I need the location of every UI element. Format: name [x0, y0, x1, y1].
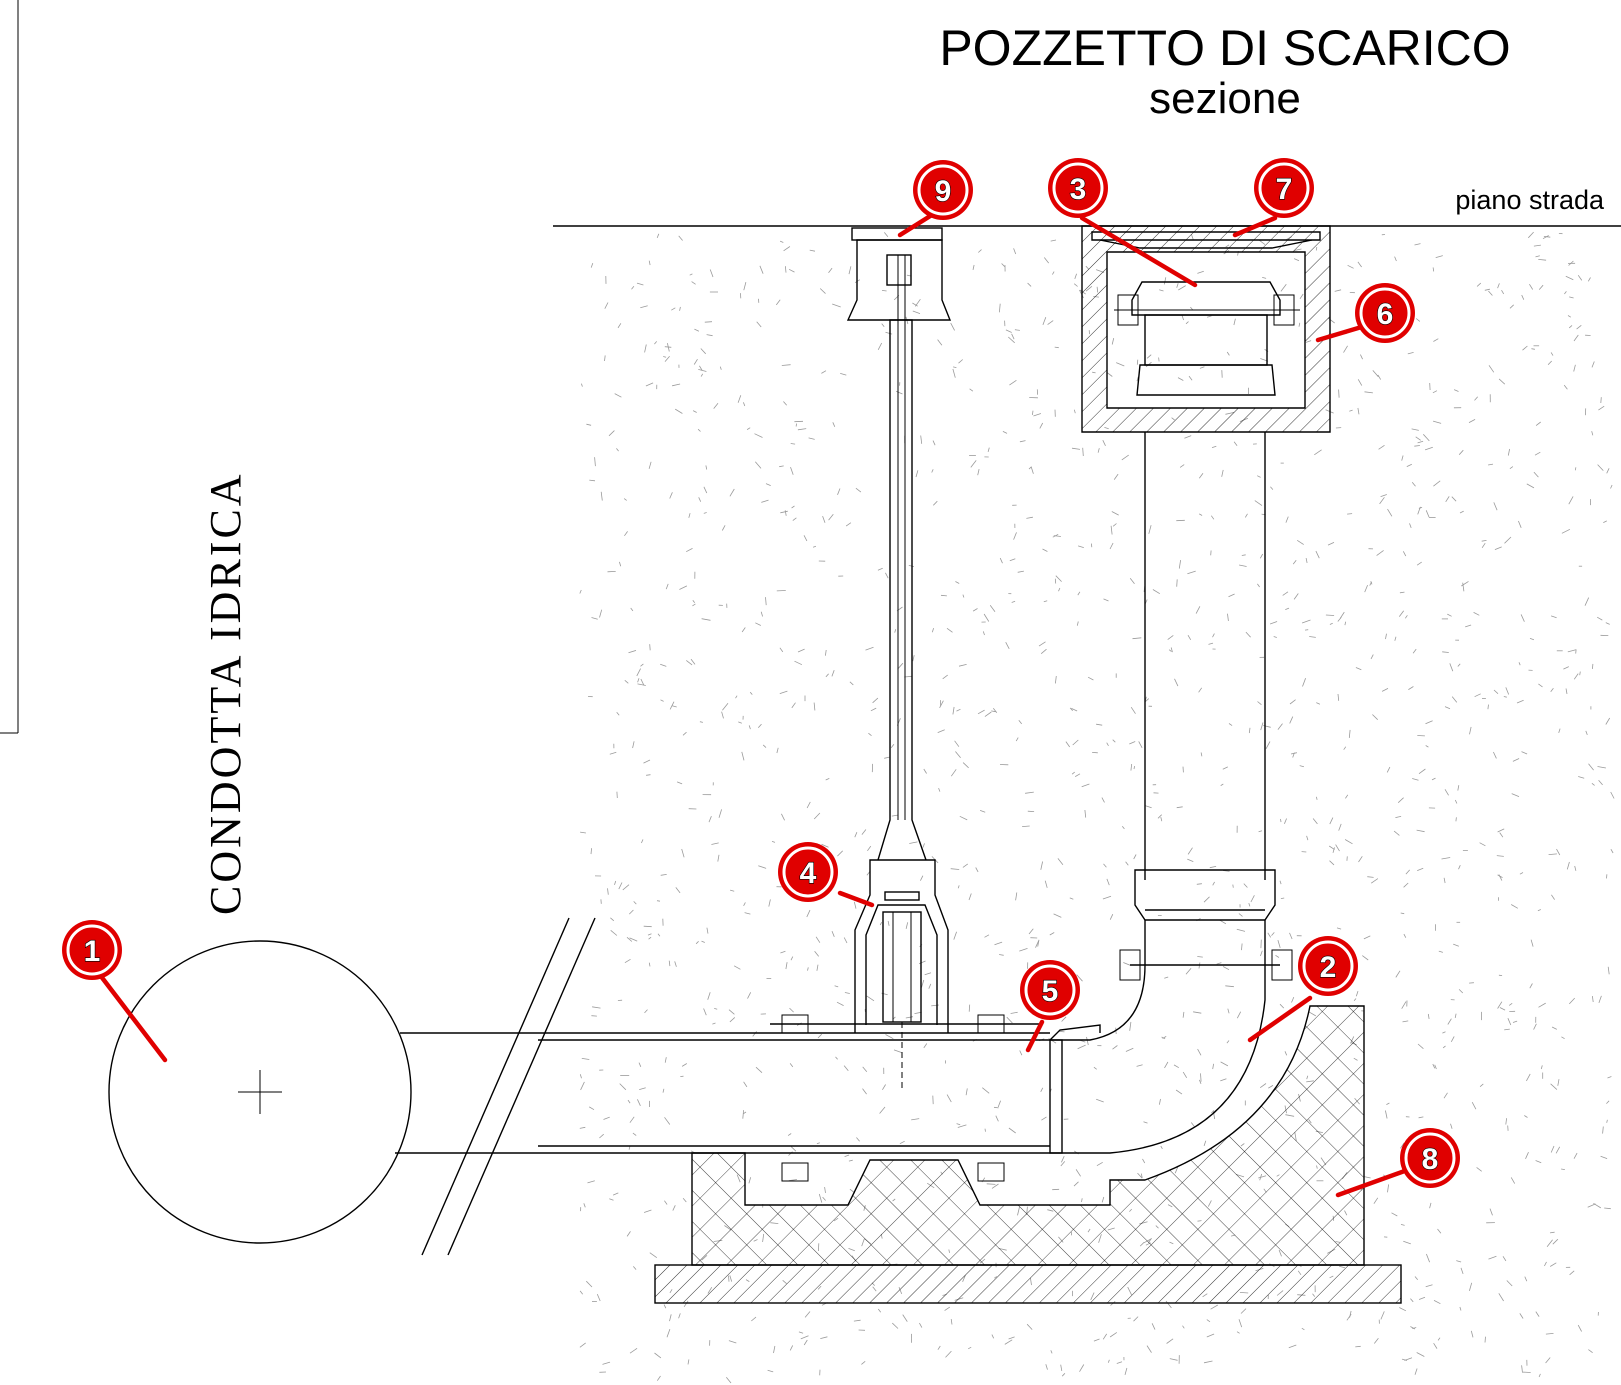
drawing-title: POZZETTO DI SCARICO [939, 20, 1510, 76]
callout-2: 2 [1298, 936, 1358, 996]
svg-text:5: 5 [1042, 975, 1059, 1008]
svg-text:2: 2 [1320, 951, 1337, 984]
svg-text:4: 4 [800, 857, 817, 890]
foundation-slab [654, 1264, 1402, 1304]
callout-9: 9 [913, 160, 973, 220]
water-main-section [108, 940, 412, 1244]
callout-5: 5 [1020, 960, 1080, 1020]
callout-leaders [97, 210, 1416, 1198]
svg-text:7: 7 [1276, 173, 1293, 206]
svg-text:9: 9 [935, 175, 952, 208]
svg-text:1: 1 [84, 935, 101, 968]
callout-7: 7 [1254, 158, 1314, 218]
chamber-box [1081, 225, 1331, 433]
riser-pipe [1049, 432, 1293, 1154]
branch-pipe [395, 917, 1050, 1256]
drawing-subtitle: sezione [1149, 74, 1301, 123]
callout-8: 8 [1400, 1128, 1460, 1188]
callout-3: 3 [1048, 158, 1108, 218]
svg-text:6: 6 [1377, 298, 1394, 331]
thrust-block [691, 1005, 1365, 1266]
svg-text:3: 3 [1070, 173, 1087, 206]
callout-1: 1 [62, 920, 122, 980]
ground-label: piano strada [1455, 185, 1605, 215]
callout-4: 4 [778, 842, 838, 902]
valve-spindle [846, 227, 952, 861]
callout-6: 6 [1355, 283, 1415, 343]
gate-valve [770, 859, 1040, 1182]
svg-text:8: 8 [1422, 1143, 1439, 1176]
vertical-label: CONDOTTA IDRICA [201, 471, 250, 915]
